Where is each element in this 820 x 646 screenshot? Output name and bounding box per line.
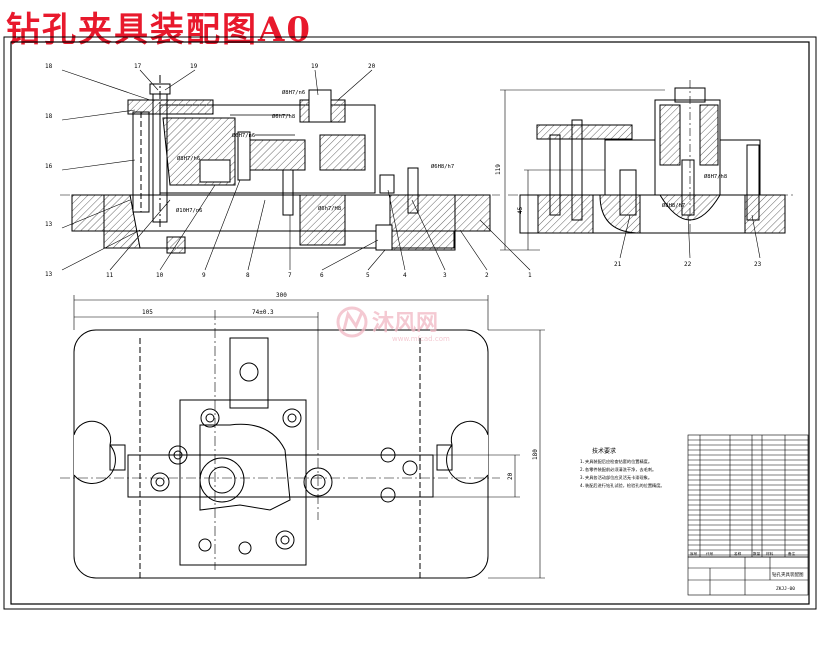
part-label: 13 xyxy=(45,221,53,228)
note-line: 1.夹具装配后应检查钻套的位置精度。 xyxy=(580,458,652,465)
drawing-title: 钻孔夹具装配图A0 xyxy=(6,10,313,50)
part-label: 17 xyxy=(134,63,142,70)
dimension-height-partial: 45 xyxy=(517,206,524,214)
technical-notes: 技术要求 1.夹具装配后应检查钻套的位置精度。 2.各零件装配前必须清洗干净，去… xyxy=(580,447,665,489)
part-label: 1 xyxy=(528,272,532,279)
plan-view-dimension-text: 300 105 74±0.3 180 20 xyxy=(142,292,539,480)
watermark-brand: 沐风网 xyxy=(372,311,438,336)
part-label: 20 xyxy=(368,63,376,70)
title-block-text: 钻孔夹具装配图 ZKJJ-00 xyxy=(772,571,804,592)
title-block-drawing-no: ZKJJ-00 xyxy=(776,586,795,592)
part-label: 16 xyxy=(45,163,53,170)
header-cell: 数量 xyxy=(753,551,761,556)
title-block xyxy=(687,556,809,596)
fit-annotation: Ø8H8/h7 xyxy=(662,202,685,209)
front-view-top-label-text: 18 17 19 19 20 18 16 13 13 xyxy=(45,63,376,278)
dimension-inner-height: 20 xyxy=(507,472,514,480)
dimension-center: 74±0.3 xyxy=(252,309,274,316)
note-line: 2.各零件装配前必须清洗干净，去毛刺。 xyxy=(580,466,656,473)
front-view-bottom-label-text: 11 10 9 8 7 6 5 4 3 2 1 xyxy=(106,272,532,279)
part-label: 4 xyxy=(403,272,407,279)
front-view-labels xyxy=(61,69,531,271)
part-label: 11 xyxy=(106,272,114,279)
part-label: 22 xyxy=(684,261,692,268)
header-cell: 名称 xyxy=(734,551,742,556)
dimension-plan-height: 180 xyxy=(532,449,539,460)
side-section-view xyxy=(508,80,795,235)
part-label: 21 xyxy=(614,261,622,268)
header-cell: 材料 xyxy=(766,551,774,556)
note-line: 3.夹具各活动部位应灵活无卡滞现象。 xyxy=(580,474,652,481)
side-view-text: 119 45 Ø8H7/h8 Ø8H8/h7 21 22 23 xyxy=(495,164,762,268)
watermark: 沐风网 www.mfcad.com xyxy=(336,306,450,343)
part-label: 13 xyxy=(45,271,53,278)
part-label: 2 xyxy=(485,272,489,279)
watermark-url: www.mfcad.com xyxy=(392,335,450,343)
fit-annotation: Ø8H7/n6 xyxy=(282,89,305,96)
part-label: 5 xyxy=(366,272,370,279)
header-cell: 代号 xyxy=(706,551,714,556)
header-cell: 序号 xyxy=(690,551,698,556)
part-label: 18 xyxy=(45,113,53,120)
fit-annotation: Ø6H7/n6 xyxy=(232,132,255,139)
part-label: 8 xyxy=(246,272,250,279)
part-label: 23 xyxy=(754,261,762,268)
part-label: 3 xyxy=(443,272,447,279)
fit-annotation: Ø6H8/h7 xyxy=(431,163,454,170)
part-label: 19 xyxy=(190,63,198,70)
note-line: 4.装配后进行钻孔试验，检验孔的位置精度。 xyxy=(580,482,665,489)
part-label: 19 xyxy=(311,63,319,70)
fit-annotation: Ø6h7/h8 xyxy=(272,113,295,120)
part-label: 9 xyxy=(202,272,206,279)
dimension-offset: 105 xyxy=(142,309,153,316)
title-block-name: 钻孔夹具装配图 xyxy=(772,571,804,578)
part-label: 10 xyxy=(156,272,164,279)
fit-annotation: Ø8H7/h8 xyxy=(704,173,727,180)
fit-annotation: Ø8H7/h6 xyxy=(177,155,200,162)
dimension-height: 119 xyxy=(495,164,502,175)
notes-heading: 技术要求 xyxy=(592,447,616,455)
plan-view-dimensions xyxy=(73,295,545,579)
watermark-logo-icon xyxy=(336,306,368,338)
part-label: 7 xyxy=(288,272,292,279)
side-view-dimensions xyxy=(500,89,761,259)
fit-annotation: Ø6h7/H8 xyxy=(318,205,341,212)
front-view-fits: Ø8H7/n6 Ø6H7/n6 Ø6h7/h8 Ø8H7/h6 Ø10H7/n6… xyxy=(176,89,454,214)
inner-frame xyxy=(10,41,810,605)
part-label: 18 xyxy=(45,63,53,70)
header-cell: 备注 xyxy=(788,551,796,556)
outer-frame xyxy=(3,36,817,610)
plan-view xyxy=(60,310,500,579)
fit-annotation: Ø10H7/n6 xyxy=(176,207,203,214)
parts-list xyxy=(687,434,809,558)
parts-list-header: 序号 代号 名称 数量 材料 备注 xyxy=(690,551,796,556)
dimension-width: 300 xyxy=(276,292,287,299)
part-label: 6 xyxy=(320,272,324,279)
